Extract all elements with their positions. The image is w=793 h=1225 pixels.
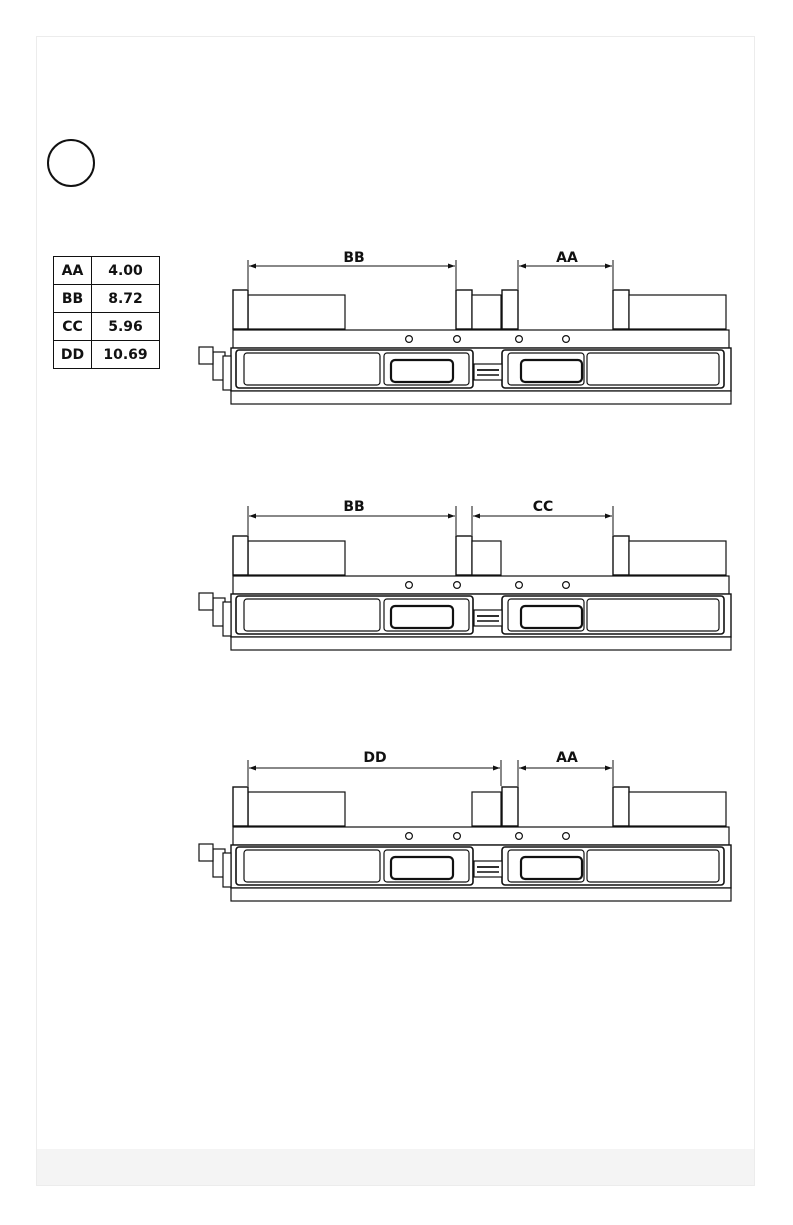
- vise-view-2: BB CC: [199, 499, 731, 650]
- dimension-label-left: BB: [343, 250, 364, 266]
- dimension-label-left: DD: [363, 750, 386, 766]
- dimension-label-right: CC: [533, 499, 554, 515]
- vise-view-3: DD AA: [199, 750, 731, 901]
- vise-view-1: BB AA: [199, 250, 731, 404]
- dimension-label-right: AA: [556, 750, 578, 766]
- dimension-label-right: AA: [556, 250, 578, 266]
- dimension-label-left: BB: [343, 499, 364, 515]
